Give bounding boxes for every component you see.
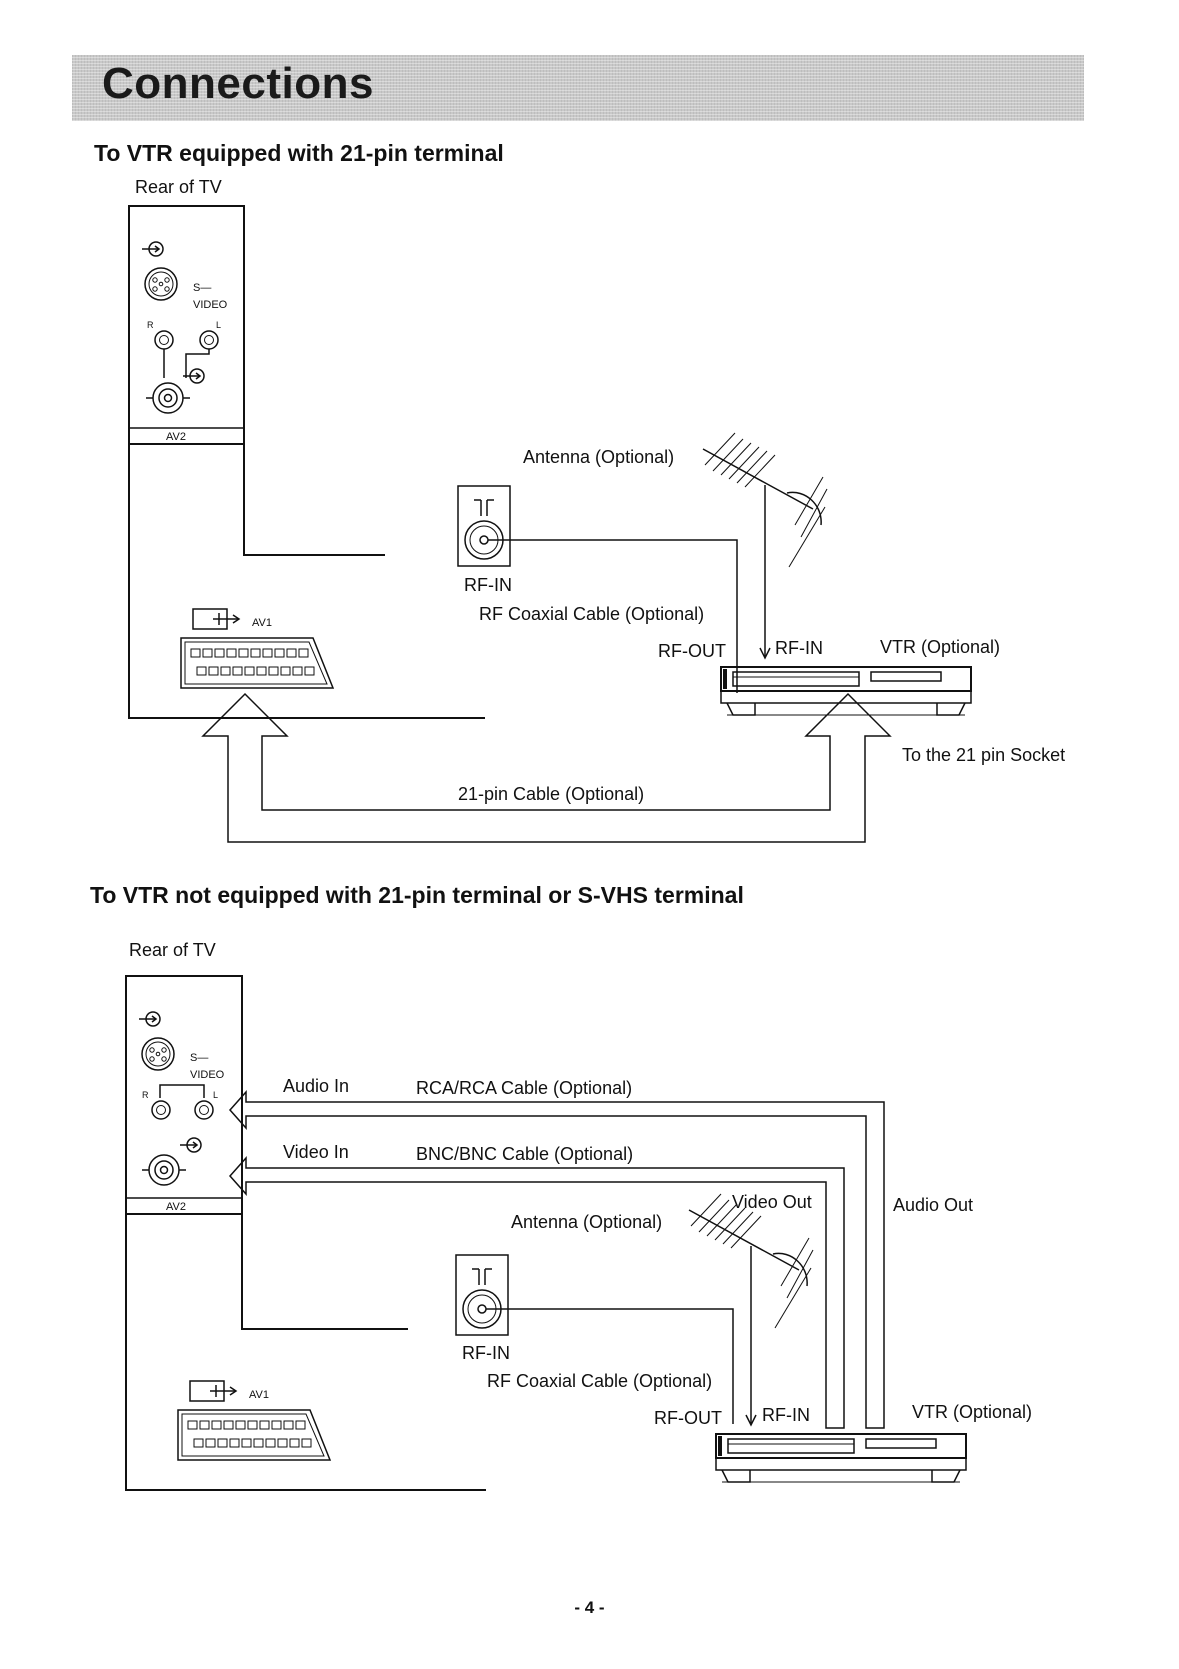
s1-rf-out-label: RF-OUT [658,641,726,661]
s1-svideo-label: S— [193,282,211,294]
s1-antenna-label: Antenna (Optional) [523,447,674,467]
s1-to-socket-label: To the 21 pin Socket [902,745,1065,765]
s1-r-label: R [147,320,154,330]
s2-audio-out-label: Audio Out [893,1195,973,1215]
s2-rf-out-label: RF-OUT [654,1408,722,1428]
s2-rca-cable-label: RCA/RCA Cable (Optional) [416,1078,632,1098]
s2-bnc-cable [228,1156,845,1429]
s2-rf-coax-cable [486,1308,734,1424]
s2-av2-panel [125,975,243,1215]
s1-audio-l-jack [199,330,219,350]
s2-av1-label: AV1 [249,1389,269,1401]
s2-r-label: R [142,1090,149,1100]
s1-vtr-deck [720,666,972,716]
s2-video-in-label: Video In [283,1142,349,1162]
s1-tv-rf-in-jack [457,485,511,567]
s2-svideo-input-symbol [138,1011,161,1027]
s2-tv-rf-in-jack [455,1254,509,1336]
s2-rf-coax-label: RF Coaxial Cable (Optional) [487,1371,712,1391]
s2-vtr-label: VTR (Optional) [912,1402,1032,1422]
s1-av2-panel [128,205,245,445]
s2-audio-l-jack [194,1100,214,1120]
s1-tv-rear-outline [243,444,385,556]
s1-rf-coax-cable [488,539,738,693]
s1-scart-connector [180,637,334,689]
section2-heading: To VTR not equipped with 21-pin terminal… [90,882,744,908]
s1-av2-label: AV2 [166,431,186,443]
s2-antenna-label: Antenna (Optional) [511,1212,662,1232]
s2-tv-rf-in-label: RF-IN [462,1343,510,1363]
page-title: Connections [102,59,374,108]
s2-tv-rear-outline [241,1214,408,1330]
s2-av1-symbol [189,1380,237,1402]
s2-svideo-jack [141,1037,175,1071]
s2-vtr-rf-in-label: RF-IN [762,1405,810,1425]
s1-av1-label: AV1 [252,617,272,629]
s1-tv-rf-in-label: RF-IN [464,575,512,595]
s1-21pin-cable-label: 21-pin Cable (Optional) [458,784,644,804]
s1-svideo-input-symbol [141,241,164,257]
s1-rf-coax-label: RF Coaxial Cable (Optional) [479,604,704,624]
s2-rca-cable [228,1090,885,1429]
s2-antenna-icon [688,1193,814,1347]
page-title-bar: Connections [72,55,1084,121]
s2-video-bnc-jack [141,1154,187,1186]
s1-vtr-rf-in-label: RF-IN [775,638,823,658]
section1-heading: To VTR equipped with 21-pin terminal [94,140,504,166]
s1-rear-of-tv-label: Rear of TV [135,177,222,197]
s2-rear-of-tv-label: Rear of TV [129,940,216,960]
s1-video-bnc-jack [145,382,191,414]
s1-svideo-jack [144,267,178,301]
s1-21pin-cable [201,692,892,843]
s1-l-label: L [216,320,221,330]
s2-audio-r-jack [151,1100,171,1120]
s1-antenna-icon [702,432,828,586]
s2-scart-connector [177,1409,331,1461]
s2-bnc-cable-label: BNC/BNC Cable (Optional) [416,1144,633,1164]
s1-av1-symbol [192,608,240,630]
s2-vtr-deck [715,1433,967,1483]
s2-svideo-label: S— [190,1052,208,1064]
s1-vtr-label: VTR (Optional) [880,637,1000,657]
s2-audio-input-symbol [179,1137,202,1153]
s2-svideo-label2: VIDEO [190,1069,225,1081]
s1-svideo-label2: VIDEO [193,299,228,311]
s2-audio-in-label: Audio In [283,1076,349,1096]
s1-audio-r-jack [154,330,174,350]
s2-l-label: L [213,1090,218,1100]
page-number: - 4 - [574,1598,605,1617]
s2-video-out-label: Video Out [732,1192,812,1212]
s2-av2-label: AV2 [166,1201,186,1213]
